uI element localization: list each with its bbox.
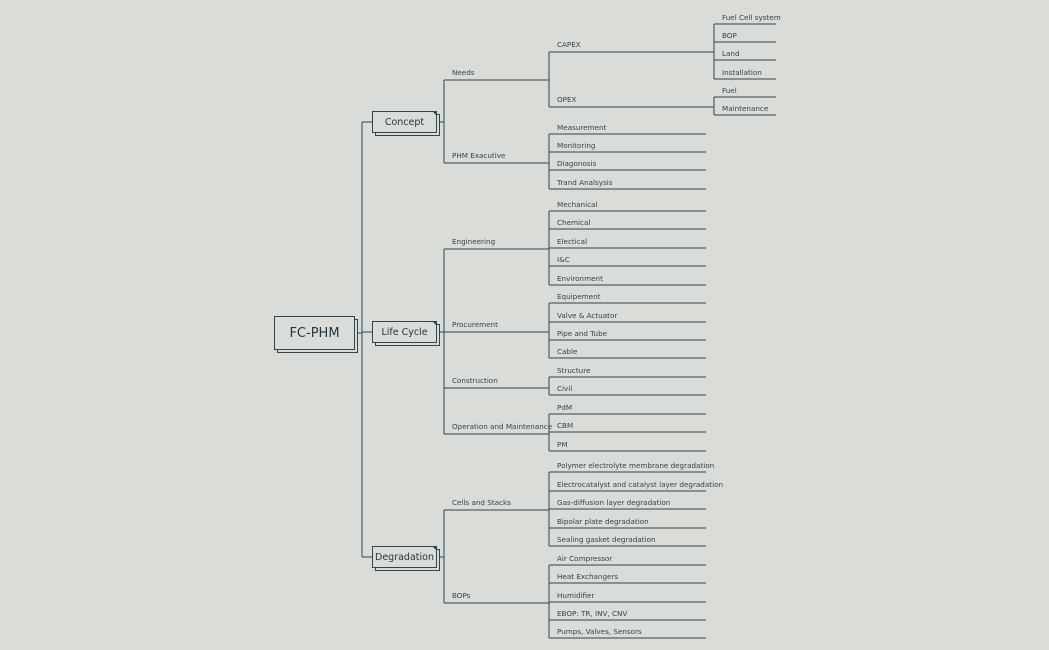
procurement-item[interactable]: Pipe and Tube: [557, 329, 608, 338]
category-construction[interactable]: Construction: [452, 376, 498, 385]
construction-item[interactable]: Structure: [557, 366, 591, 375]
category-cells-stacks[interactable]: Cells and Stacks: [452, 498, 511, 507]
capex-item[interactable]: Land: [722, 49, 740, 58]
bops-item[interactable]: Air Compressor: [557, 554, 613, 563]
bops-item[interactable]: Heat Exchangers: [557, 572, 619, 581]
procurement-item[interactable]: Equipement: [557, 292, 601, 301]
procurement-item[interactable]: Valve & Actuator: [557, 311, 618, 320]
cells-stacks-item[interactable]: Bipolar plate degradation: [557, 517, 649, 526]
cells-stacks-item[interactable]: Electrocatalyst and catalyst layer degra…: [557, 480, 724, 489]
node-concept[interactable]: Concept: [372, 111, 437, 133]
operation-maintenance-item[interactable]: PdM: [557, 403, 573, 412]
capex-item[interactable]: Fuel Cell system: [722, 13, 781, 22]
bops-item[interactable]: Pumps, Valves, Sensors: [557, 627, 642, 636]
node-degradation-corner: [432, 546, 437, 551]
cells-stacks-item[interactable]: Gas-diffusion layer degradation: [557, 498, 671, 507]
engineering-item[interactable]: I&C: [557, 255, 570, 264]
operation-maintenance-item[interactable]: CBM: [557, 421, 574, 430]
bops-item[interactable]: EBOP: TR, INV, CNV: [557, 609, 628, 618]
phm-executive-item[interactable]: Monitoring: [557, 141, 596, 150]
node-degradation[interactable]: Degradation: [372, 546, 437, 568]
phm-executive-item[interactable]: Trand Analsysis: [557, 178, 613, 187]
node-concept-corner: [432, 111, 437, 116]
opex-item[interactable]: Maintenance: [722, 104, 769, 113]
engineering-item[interactable]: Electical: [557, 237, 588, 246]
capex-item[interactable]: Installation: [722, 68, 762, 77]
bops-item[interactable]: Humidifier: [557, 591, 595, 600]
node-life-cycle-corner: [432, 321, 437, 326]
category-engineering[interactable]: Engineering: [452, 237, 496, 246]
category-needs[interactable]: Needs: [452, 68, 475, 77]
procurement-item[interactable]: Cable: [557, 347, 578, 356]
category-procurement[interactable]: Procurement: [452, 320, 498, 329]
root-node[interactable]: FC-PHM: [274, 316, 355, 350]
cells-stacks-item[interactable]: Polymer electrolyte membrane degradation: [557, 461, 715, 470]
subcategory-capex[interactable]: CAPEX: [557, 40, 581, 49]
node-life-cycle[interactable]: Life Cycle: [372, 321, 437, 343]
engineering-item[interactable]: Environment: [557, 274, 603, 283]
category-bops[interactable]: BOPs: [452, 591, 471, 600]
capex-item[interactable]: BOP: [722, 31, 737, 40]
subcategory-opex[interactable]: OPEX: [557, 95, 577, 104]
cells-stacks-item[interactable]: Sealing gasket degradation: [557, 535, 656, 544]
category-operation-maintenance[interactable]: Operation and Maintenance: [452, 422, 553, 431]
phm-executive-item[interactable]: Measurement: [557, 123, 607, 132]
phm-executive-item[interactable]: Diagonosis: [557, 159, 597, 168]
opex-item[interactable]: Fuel: [722, 86, 737, 95]
engineering-item[interactable]: Chemical: [557, 218, 591, 227]
construction-item[interactable]: Civil: [557, 384, 573, 393]
category-phm-executive[interactable]: PHM Exacutive: [452, 151, 506, 160]
operation-maintenance-item[interactable]: PM: [557, 440, 568, 449]
engineering-item[interactable]: Mechanical: [557, 200, 598, 209]
